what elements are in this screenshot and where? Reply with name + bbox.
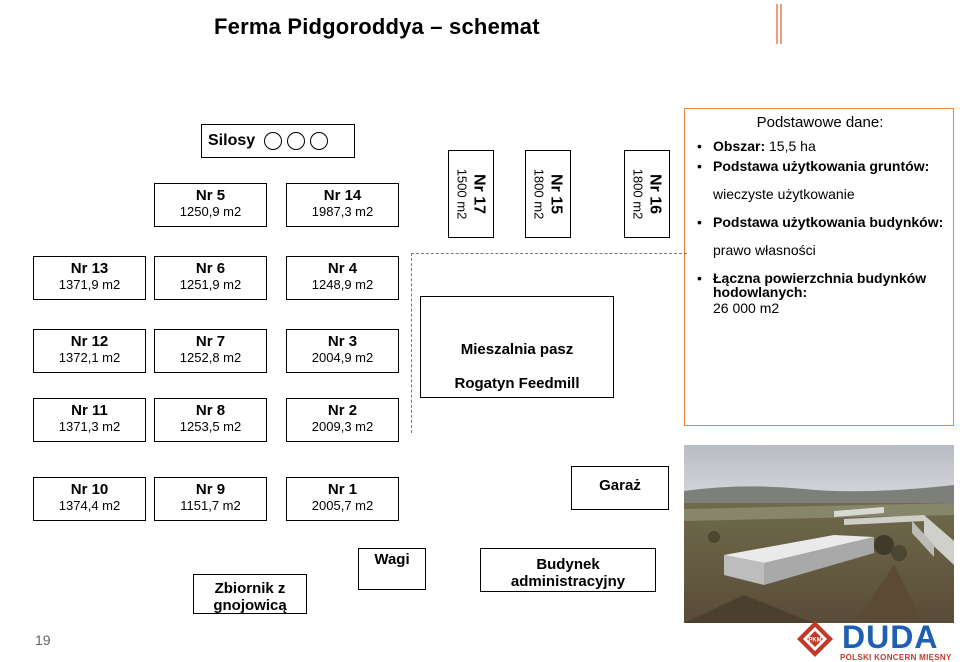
building-nr11: Nr 11 1371,3 m2 [33, 398, 146, 442]
building-area: 1251,9 m2 [179, 277, 242, 292]
building-label: Nr 6 [195, 260, 226, 277]
building-label: Nr 14 [323, 187, 362, 204]
silo-icon [310, 132, 329, 150]
info-item-surface: • Łączna powierzchnia budynków hodowlany… [695, 271, 945, 315]
pkm-diamond-icon: PKM [797, 621, 833, 657]
building-vertical-text: Nr 16 1800 m2 [631, 169, 664, 220]
farm-photo [684, 445, 954, 623]
building-area: 1374,4 m2 [58, 498, 121, 513]
building-nr1: Nr 1 2005,7 m2 [286, 477, 399, 521]
building-nr4: Nr 4 1248,9 m2 [286, 256, 399, 300]
building-area: 1248,9 m2 [311, 277, 374, 292]
building-area: 1372,1 m2 [58, 350, 121, 365]
info-item-buildings: • Podstawa użytkowania budynków: prawo w… [695, 215, 945, 257]
building-nr7: Nr 7 1252,8 m2 [154, 329, 267, 373]
svg-text:PKM: PKM [808, 638, 821, 644]
building-label: Nr 12 [70, 333, 109, 350]
building-nr12: Nr 12 1372,1 m2 [33, 329, 146, 373]
duda-logo: PKM DUDA POLSKI KONCERN MIĘSNY [790, 620, 960, 662]
building-nr2: Nr 2 2009,3 m2 [286, 398, 399, 442]
building-nr10: Nr 10 1374,4 m2 [33, 477, 146, 521]
page-number: 19 [35, 632, 51, 648]
silo-icon [264, 132, 283, 150]
info-label: Obszar: [713, 138, 766, 154]
info-item-area: • Obszar: 15,5 ha [695, 139, 945, 153]
info-value: 15,5 ha [769, 138, 816, 154]
admin-building-box: Budynek administracyjny [480, 548, 656, 592]
building-nr13: Nr 13 1371,9 m2 [33, 256, 146, 300]
bullet-icon: • [697, 214, 702, 230]
bullet-icon: • [697, 138, 702, 154]
building-label: Nr 4 [327, 260, 358, 277]
page-title: Ferma Pidgoroddya – schemat [214, 14, 540, 39]
building-label: Nr 17 [470, 173, 488, 215]
decorative-line [776, 4, 778, 44]
scales-box: Wagi [358, 548, 426, 590]
info-item-land: • Podstawa użytkowania gruntów: wieczyst… [695, 159, 945, 201]
building-nr16: Nr 16 1800 m2 [624, 150, 670, 238]
building-nr9: Nr 9 1151,7 m2 [154, 477, 267, 521]
info-value: prawo własności [713, 242, 816, 258]
feedmill-box: Mieszalnia pasz Rogatyn Feedmill [420, 296, 614, 398]
building-label: Nr 7 [195, 333, 226, 350]
silosy-label: Silosy [208, 132, 256, 149]
feedmill-label-en: Rogatyn Feedmill [454, 375, 580, 392]
building-area: 1371,9 m2 [58, 277, 121, 292]
building-label: Nr 8 [195, 402, 226, 419]
building-vertical-text: Nr 17 1500 m2 [455, 169, 488, 220]
building-label: Nr 11 [71, 402, 108, 419]
building-area: 2004,9 m2 [311, 350, 374, 365]
info-label: Łączna powierzchnia budynków hodowlanych… [713, 270, 927, 300]
boundary-line [411, 253, 412, 433]
info-label: Podstawa użytkowania gruntów: [713, 158, 930, 174]
building-label: Nr 5 [195, 187, 226, 204]
building-nr17: Nr 17 1500 m2 [448, 150, 494, 238]
building-label: Nr 1 [327, 481, 358, 498]
info-value: wieczyste użytkowanie [713, 186, 855, 202]
logo-brand-text: DUDA [842, 619, 939, 655]
building-nr3: Nr 3 2004,9 m2 [286, 329, 399, 373]
building-label: Nr 10 [70, 481, 109, 498]
building-area: 2005,7 m2 [311, 498, 374, 513]
building-nr8: Nr 8 1253,5 m2 [154, 398, 267, 442]
building-label: Nr 3 [327, 333, 358, 350]
building-nr15: Nr 15 1800 m2 [525, 150, 571, 238]
info-label: Podstawa użytkowania budynków: [713, 214, 944, 230]
info-value: 26 000 m2 [713, 300, 780, 316]
basic-data-header: Podstawowe dane: [756, 114, 884, 131]
building-label: Nr 15 [547, 173, 565, 215]
building-area: 1800 m2 [531, 168, 547, 220]
building-label: Nr 13 [70, 260, 109, 277]
building-nr14: Nr 14 1987,3 m2 [286, 183, 399, 227]
building-area: 1250,9 m2 [179, 204, 242, 219]
building-area: 2009,3 m2 [311, 419, 374, 434]
logo-tagline: POLSKI KONCERN MIĘSNY [840, 653, 952, 662]
building-nr5: Nr 5 1250,9 m2 [154, 183, 267, 227]
manure-tank-box: Zbiornik z gnojowicą [193, 574, 307, 614]
basic-data-panel: Podstawowe dane: • Obszar: 15,5 ha • Pod… [684, 108, 954, 426]
building-vertical-text: Nr 15 1800 m2 [532, 169, 565, 220]
silosy-box: Silosy [201, 124, 355, 158]
building-label: Nr 16 [646, 173, 664, 215]
silo-icon [287, 132, 306, 150]
garage-box: Garaż [571, 466, 669, 510]
building-area: 1500 m2 [454, 168, 470, 220]
building-label: Nr 9 [195, 481, 226, 498]
boundary-line [411, 253, 687, 254]
bullet-icon: • [697, 270, 702, 286]
building-area: 1253,5 m2 [179, 419, 242, 434]
building-label: Nr 2 [327, 402, 358, 419]
building-area: 1252,8 m2 [179, 350, 242, 365]
bullet-icon: • [697, 158, 702, 174]
building-area: 1800 m2 [630, 168, 646, 220]
building-area: 1987,3 m2 [311, 204, 374, 219]
building-area: 1151,7 m2 [180, 498, 241, 513]
decorative-line [780, 4, 782, 44]
building-area: 1371,3 m2 [58, 419, 121, 434]
feedmill-label: Mieszalnia pasz [460, 341, 574, 358]
building-nr6: Nr 6 1251,9 m2 [154, 256, 267, 300]
